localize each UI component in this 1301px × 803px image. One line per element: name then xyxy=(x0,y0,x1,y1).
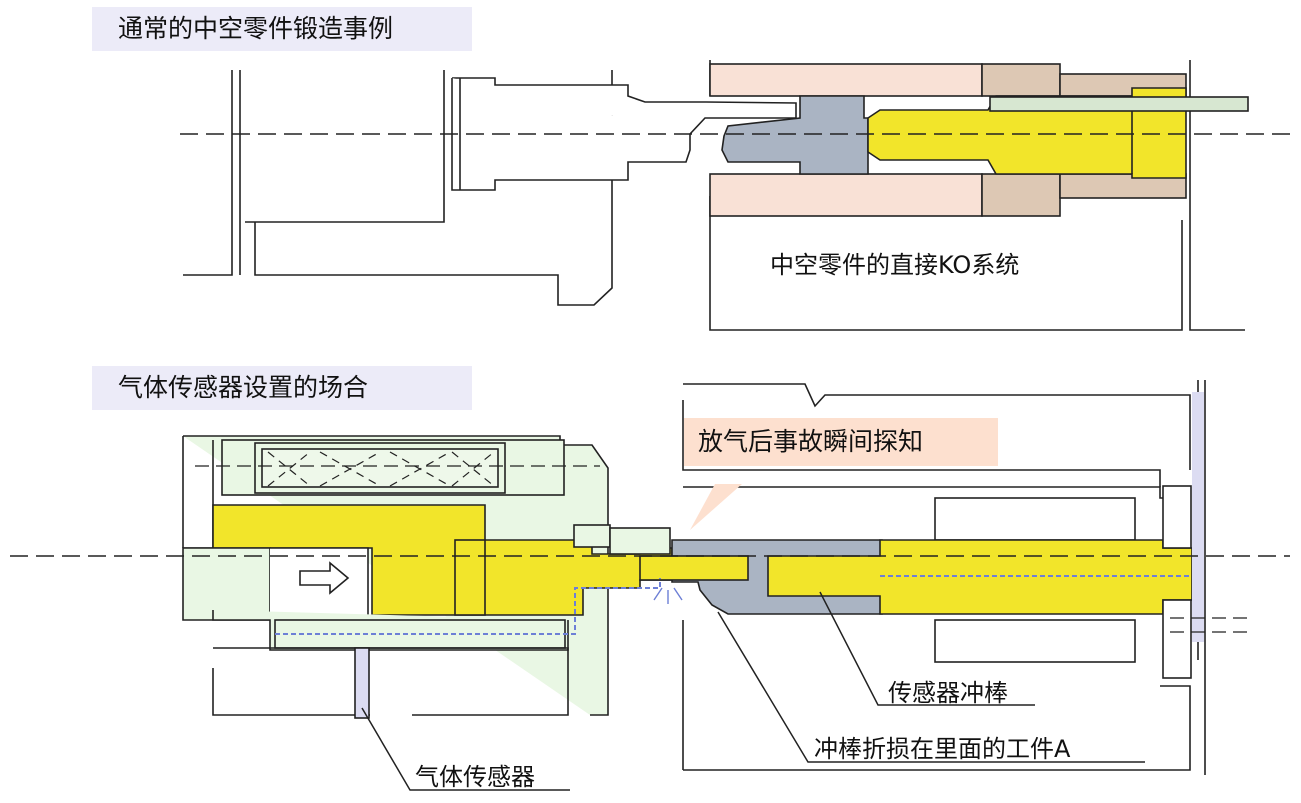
label-direct-ko: 中空零件的直接KO系统 xyxy=(770,251,1020,279)
caption-bottom: 气体传感器设置的场合 xyxy=(92,366,472,410)
label-broken-workpiece: 冲棒折损在里面的工件A xyxy=(814,735,1071,763)
leader-lines xyxy=(361,591,1145,791)
right-hollow-arrow-icon xyxy=(299,561,350,595)
top-diagram xyxy=(183,60,1249,331)
label-gas-sensor: 气体传感器 xyxy=(415,763,535,791)
callout-pointer xyxy=(690,484,742,530)
callout-instant-detect: 放气后事故瞬间探知 xyxy=(684,418,998,466)
label-sensor-punch: 传感器冲棒 xyxy=(888,679,1008,707)
caption-top: 通常的中空零件锻造事例 xyxy=(92,7,472,51)
bottom-diagram xyxy=(182,380,1206,775)
